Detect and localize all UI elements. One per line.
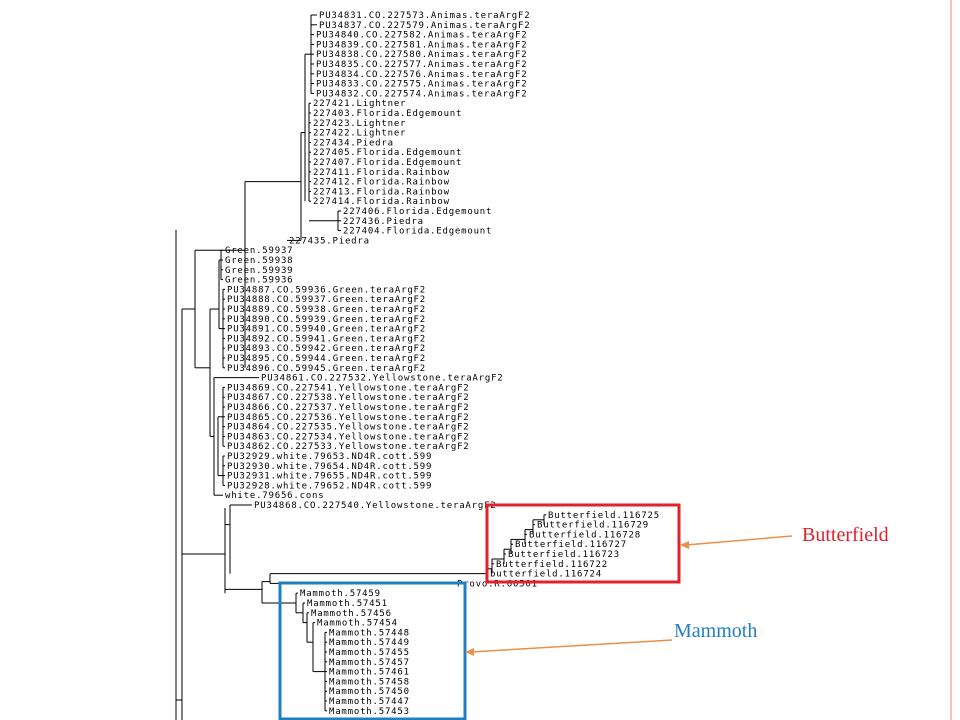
tree-leaf-label: PU34832.CO.227574.Animas.teraArgF2 [316,89,527,99]
tree-leaf-label: PU34834.CO.227576.Animas.teraArgF2 [316,70,527,80]
mammoth-annotation-label: Mammoth [674,620,757,642]
tree-leaf-label: PU32928.white.79652.ND4R.cott.599 [227,481,432,491]
tree-leaf-label: 227406.Florida.Edgemount [343,207,492,217]
tree-leaf-label: Butterfield.116725 [548,511,660,521]
slide-edge-line [950,0,952,720]
tree-leaf-label: Butterfield.116727 [515,540,627,550]
tree-leaf-label: PU34840.CO.227582.Animas.teraArgF2 [316,31,527,41]
tree-leaf-label: PU34887.CO.59936.Green.teraArgF2 [227,285,426,295]
tree-branches [175,14,546,720]
tree-leaf-label: PU32931.white.79655.ND4R.cott.599 [227,472,432,482]
tree-leaf-label: PU34839.CO.227581.Animas.teraArgF2 [316,40,527,50]
tree-leaf-label: Mammoth.57453 [329,707,410,717]
tree-leaf-label: PU34835.CO.227577.Animas.teraArgF2 [316,60,527,70]
tree-leaf-label: Butterfield.116729 [537,521,649,531]
tree-leaf-label: 227403.Florida.Edgemount [313,109,462,119]
tree-leaf-label: PU34838.CO.227580.Animas.teraArgF2 [316,50,527,60]
tree-leaf-label: PU34893.CO.59942.Green.teraArgF2 [227,344,426,354]
butterfield-arrowhead [680,541,689,549]
tree-leaf-label: butterfield.116724 [490,570,602,580]
tree-leaf-label: Mammoth.57458 [329,677,410,687]
tree-leaf-label: Mammoth.57450 [329,687,410,697]
tree-leaf-label: Mammoth.57454 [317,619,398,629]
tree-leaf-label: Mammoth.57459 [300,589,381,599]
tree-leaf-labels: PU34831.CO.227573.Animas.teraArgF2PU3483… [225,11,660,717]
mammoth-arrowhead [465,648,474,656]
tree-leaf-label: 227405.Florida.Edgemount [313,148,462,158]
tree-leaf-label: PU34896.CO.59945.Green.teraArgF2 [227,364,426,374]
tree-leaf-label: PU34889.CO.59938.Green.teraArgF2 [227,305,426,315]
tree-leaf-label: 227413.Florida.Rainbow [313,187,450,197]
tree-leaf-label: Mammoth.57451 [307,599,388,609]
tree-leaf-label: Mammoth.57449 [329,638,410,648]
tree-leaf-label: Green.59937 [225,246,293,256]
tree-leaf-label: 227404.Florida.Edgemount [343,227,492,237]
butterfield-highlight-box [485,503,681,584]
tree-leaf-label: 227436.Piedra [343,217,424,227]
tree-leaf-label: Mammoth.57455 [329,648,410,658]
tree-leaf-label: PU34867.CO.227538.Yellowstone.teraArgF2 [227,393,470,403]
tree-leaf-label: PU34868.CO.227540.Yellowstone.teraArgF2 [254,501,497,511]
tree-leaf-label: 227422.Lightner [313,129,406,139]
butterfield-arrow [685,535,793,546]
tree-leaf-label: PU34831.CO.227573.Animas.teraArgF2 [319,11,530,21]
tree-leaf-label: PU34890.CO.59939.Green.teraArgF2 [227,315,426,325]
mammoth-arrow [470,639,673,653]
butterfield-annotation-label: Butterfield [802,524,889,546]
tree-leaf-label: Mammoth.57448 [329,628,410,638]
tree-leaf-label: 227435.Piedra [289,236,370,246]
tree-leaf-label: PU34888.CO.59937.Green.teraArgF2 [227,295,426,305]
tree-leaf-label: Green.59938 [225,256,293,266]
tree-leaf-label: PU34833.CO.227575.Animas.teraArgF2 [316,80,527,90]
tree-leaf-label: 227434.Piedra [313,138,394,148]
tree-leaf-label: Mammoth.57456 [311,609,392,619]
mammoth-highlight-box [278,581,467,720]
tree-leaf-label: Butterfield.116728 [529,530,641,540]
tree-leaf-label: Mammoth.57457 [329,658,410,668]
tree-leaf-label: PU34866.CO.227537.Yellowstone.teraArgF2 [227,403,470,413]
tree-leaf-label: 227421.Lightner [313,99,406,109]
tree-leaf-label: PU34869.CO.227541.Yellowstone.teraArgF2 [227,383,470,393]
tree-leaf-label: PU34837.CO.227579.Animas.teraArgF2 [319,21,530,31]
tree-leaf-label: PU34895.CO.59944.Green.teraArgF2 [227,354,426,364]
tree-leaf-label: PU34862.CO.227533.Yellowstone.teraArgF2 [227,442,470,452]
tree-leaf-label: PU34865.CO.227536.Yellowstone.teraArgF2 [227,413,470,423]
tree-leaf-label: PU34861.CO.227532.Yellowstone.teraArgF2 [261,374,504,384]
tree-leaf-label: 227412.Florida.Rainbow [313,178,450,188]
tree-leaf-label: Green.59936 [225,276,293,286]
tree-leaf-label: 227414.Florida.Rainbow [313,197,450,207]
tree-leaf-label: Mammoth.57447 [329,697,410,707]
tree-leaf-label: Provo.R.60501 [457,579,538,589]
tree-leaf-label: Mammoth.57461 [329,668,410,678]
tree-leaf-label: PU32929.white.79653.ND4R.cott.599 [227,452,432,462]
tree-leaf-label: Green.59939 [225,266,293,276]
tree-leaf-label: 227411.Florida.Rainbow [313,168,450,178]
tree-leaf-label: 227423.Lightner [313,119,406,129]
tree-leaf-label: PU34863.CO.227534.Yellowstone.teraArgF2 [227,432,470,442]
tree-leaf-label: Butterfield.116723 [508,550,620,560]
tree-leaf-label: PU34864.CO.227535.Yellowstone.teraArgF2 [227,423,470,433]
tree-leaf-label: PU32930.white.79654.ND4R.cott.599 [227,462,432,472]
tree-leaf-label: white.79656.cons [225,491,325,501]
tree-leaf-label: PU34891.CO.59940.Green.teraArgF2 [227,325,426,335]
tree-leaf-label: PU34892.CO.59941.Green.teraArgF2 [227,334,426,344]
tree-leaf-label: Butterfield.116722 [496,560,608,570]
tree-leaf-label: 227407.Florida.Edgemount [313,158,462,168]
